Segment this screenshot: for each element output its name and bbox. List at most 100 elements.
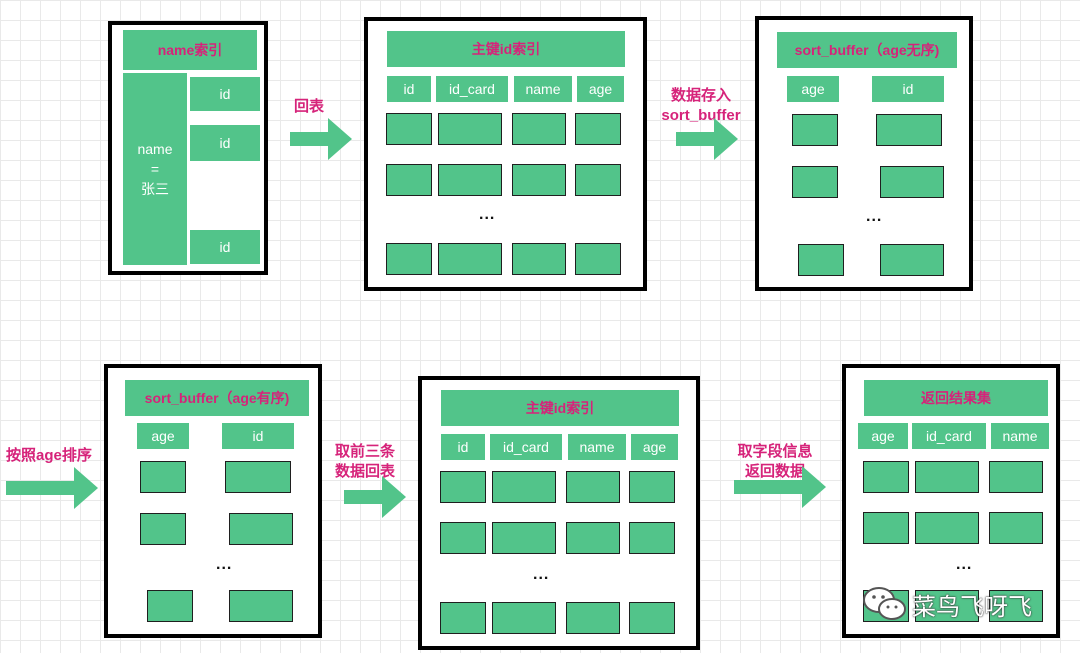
column-header-name: name: [514, 76, 572, 102]
column-header-age: age: [858, 423, 908, 449]
panel-title: sort_buffer（age无序): [777, 32, 957, 68]
panel-title: name索引: [123, 30, 257, 70]
name-index-panel: name索引 name = 张三 id id id: [108, 21, 268, 275]
right-arrow-icon: [734, 466, 826, 508]
data-cell: [492, 602, 556, 634]
right-arrow-icon: [290, 118, 352, 160]
step-label-line: 数据回表: [334, 463, 395, 480]
panel-title: 主键id索引: [441, 390, 679, 426]
column-header-age: age: [577, 76, 624, 102]
data-cell: [629, 471, 675, 503]
column-header-id-card: id_card: [436, 76, 508, 102]
primary-index-panel: 主键id索引 id id_card name age ...: [364, 17, 647, 291]
data-cell: [880, 244, 944, 276]
ellipsis: ...: [216, 556, 233, 573]
data-cell: [512, 113, 566, 145]
data-cell: [566, 471, 620, 503]
data-cell: [880, 166, 944, 198]
data-cell: [440, 602, 486, 634]
right-arrow-icon: [676, 118, 738, 160]
step-label: 回表: [294, 98, 325, 115]
data-cell: [386, 243, 432, 275]
data-cell: [915, 512, 979, 544]
name-key-value: 张三: [141, 181, 169, 197]
step-label: 按照age排序: [6, 447, 92, 464]
wechat-icon: [863, 587, 906, 620]
data-cell: [147, 590, 193, 622]
data-cell: [566, 522, 620, 554]
ellipsis: ...: [533, 566, 550, 583]
ellipsis: ...: [956, 556, 973, 573]
id-cell: id: [190, 125, 260, 161]
data-cell: [792, 114, 838, 146]
step-label-line: 取前三条: [334, 443, 395, 460]
data-cell: [575, 113, 621, 145]
step-label-line: sort_buffer: [661, 107, 741, 124]
data-cell: [575, 243, 621, 275]
data-cell: [140, 513, 186, 545]
data-cell: [915, 590, 979, 622]
data-cell: [566, 602, 620, 634]
column-header-id-card: id_card: [490, 434, 562, 460]
ellipsis: ...: [866, 208, 883, 225]
step-label-line: 数据存入: [670, 87, 731, 104]
data-cell: [140, 461, 186, 493]
sort-buffer-sorted-panel: sort_buffer（age有序) age id ...: [104, 364, 322, 638]
data-cell: [798, 244, 844, 276]
data-cell: [512, 243, 566, 275]
step-label: 取前三条 数据回表: [330, 442, 400, 482]
result-set-panel: 返回结果集 age id_card name ...: [842, 364, 1060, 638]
panel-title: sort_buffer（age有序): [125, 380, 309, 416]
data-cell: [512, 164, 566, 196]
data-cell: [438, 113, 502, 145]
data-cell: [915, 461, 979, 493]
data-cell: [863, 512, 909, 544]
data-cell: [792, 166, 838, 198]
sort-buffer-unsorted-panel: sort_buffer（age无序) age id ...: [755, 16, 973, 291]
column-header-id-card: id_card: [912, 423, 986, 449]
primary-index-panel-return: 主键id索引 id id_card name age ...: [418, 376, 700, 650]
equals-sign: =: [150, 161, 160, 177]
data-cell: [989, 590, 1043, 622]
data-cell: [989, 461, 1043, 493]
step-label: 取字段信息 返回数据: [728, 442, 822, 482]
right-arrow-icon: [344, 476, 406, 518]
column-header-id: id: [222, 423, 294, 449]
name-value-cell: name = 张三: [123, 73, 187, 265]
data-cell: [229, 513, 293, 545]
panel-title: 主键id索引: [387, 31, 625, 67]
data-cell: [229, 590, 293, 622]
data-cell: [440, 471, 486, 503]
data-cell: [492, 471, 556, 503]
column-header-age: age: [631, 434, 678, 460]
ellipsis: ...: [479, 206, 496, 223]
column-header-id: id: [387, 76, 431, 102]
id-cell: id: [190, 77, 260, 111]
id-cell: id: [190, 230, 260, 264]
data-cell: [438, 164, 502, 196]
data-cell: [629, 602, 675, 634]
data-cell: [386, 113, 432, 145]
column-header-age: age: [787, 76, 839, 102]
column-header-id: id: [441, 434, 485, 460]
column-header-age: age: [137, 423, 189, 449]
step-label: 数据存入 sort_buffer: [656, 86, 746, 126]
data-cell: [225, 461, 291, 493]
step-label-line: 返回数据: [744, 463, 805, 480]
step-label-line: 取字段信息: [737, 443, 813, 460]
name-key-label: name: [137, 141, 173, 157]
data-cell: [575, 164, 621, 196]
column-header-name: name: [991, 423, 1049, 449]
data-cell: [386, 164, 432, 196]
watermark-text: 菜鸟飞呀飞: [912, 593, 1032, 621]
data-cell: [876, 114, 942, 146]
data-cell: [863, 461, 909, 493]
data-cell: [440, 522, 486, 554]
panel-title: 返回结果集: [864, 380, 1048, 416]
data-cell: [989, 512, 1043, 544]
data-cell: [629, 522, 675, 554]
right-arrow-icon: [6, 467, 98, 509]
watermark: 菜鸟飞呀飞: [862, 585, 1032, 623]
column-header-name: name: [568, 434, 626, 460]
data-cell: [492, 522, 556, 554]
